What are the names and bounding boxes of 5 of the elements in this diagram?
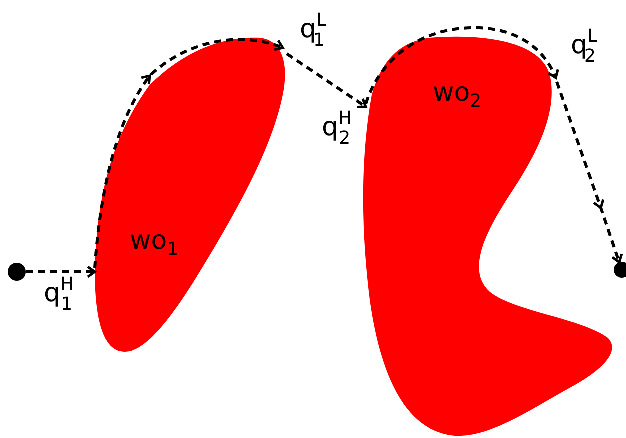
dashed-arrow	[556, 82, 623, 263]
dashed-arrow	[26, 266, 96, 278]
obstacle-label: wo$_{2}$	[433, 80, 482, 112]
dashed-arrow	[286, 52, 368, 108]
obstacle-label: wo$_{1}$	[130, 228, 179, 260]
